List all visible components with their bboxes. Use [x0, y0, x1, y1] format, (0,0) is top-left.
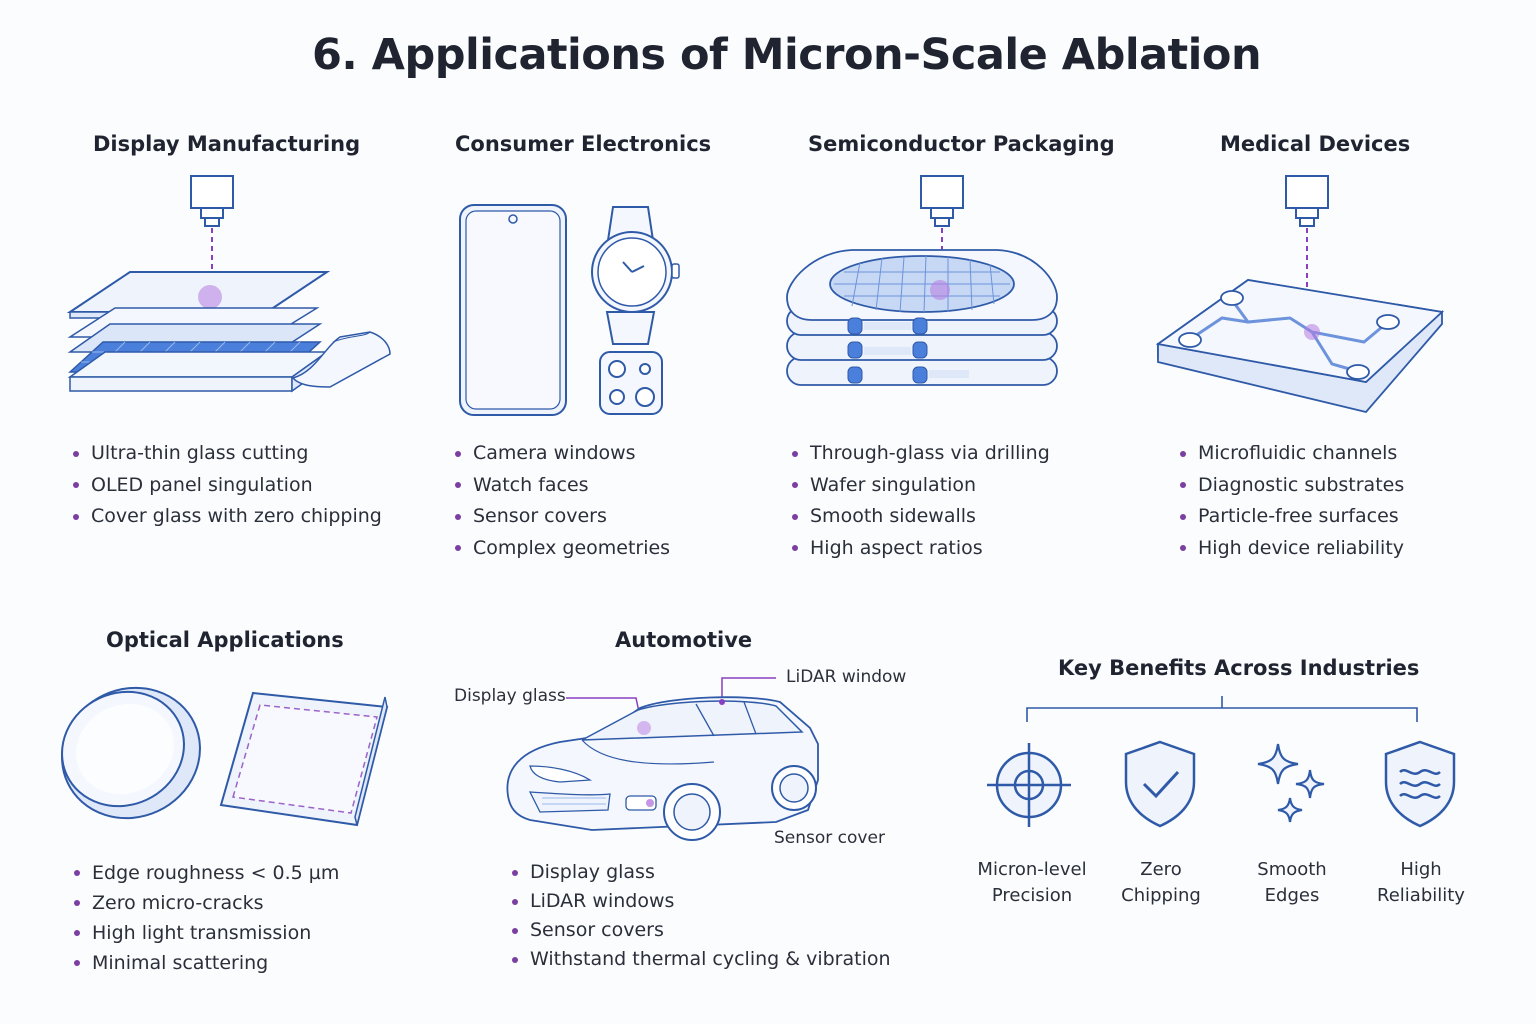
- consumer-bullet-list: Camera windows Watch faces Sensor covers…: [455, 438, 670, 564]
- semiconductor-bullet-list: Through-glass via drilling Wafer singula…: [792, 438, 1050, 564]
- page-title: 6. Applications of Micron-Scale Ablation: [311, 30, 1262, 80]
- optical-bullet-list: Edge roughness < 0.5 µm Zero micro-crack…: [74, 858, 339, 978]
- list-item: Minimal scattering: [74, 948, 339, 978]
- optical-lens-illustration: [61, 686, 389, 827]
- list-item: LiDAR windows: [512, 887, 891, 916]
- list-item: Cover glass with zero chipping: [73, 501, 382, 533]
- list-item: High light transmission: [74, 918, 339, 948]
- lens-icon: [61, 686, 201, 820]
- list-item: High device reliability: [1180, 533, 1404, 565]
- list-item: Ultra-thin glass cutting: [73, 438, 382, 470]
- callout-sensor-cover: Sensor cover: [774, 828, 885, 848]
- section-title: Consumer Electronics: [455, 132, 712, 156]
- list-item: Complex geometries: [455, 533, 670, 565]
- list-item: Wafer singulation: [792, 470, 1050, 502]
- benefit-high-reliability: High Reliability: [1356, 857, 1486, 909]
- list-item: Through-glass via drilling: [792, 438, 1050, 470]
- section-title: Optical Applications: [106, 628, 344, 652]
- phone-icon: [459, 204, 567, 416]
- list-item: Microfluidic channels: [1180, 438, 1404, 470]
- benefit-smooth-edges: Smooth Edges: [1227, 857, 1357, 909]
- list-item: Camera windows: [455, 438, 670, 470]
- benefit-zero-chipping: Zero Chipping: [1096, 857, 1226, 909]
- crosshair-icon: [987, 743, 1071, 827]
- benefit-precision: Micron-level Precision: [967, 857, 1097, 909]
- glass-plate-icon: [219, 691, 389, 827]
- list-item: High aspect ratios: [792, 533, 1050, 565]
- benefit-label-line: Micron-level: [977, 859, 1087, 880]
- section-title: Medical Devices: [1220, 132, 1411, 156]
- benefit-label-line: Zero: [1140, 859, 1182, 880]
- section-title: Key Benefits Across Industries: [1058, 656, 1420, 680]
- display-stack-illustration: [66, 175, 391, 393]
- list-item: Edge roughness < 0.5 µm: [74, 858, 339, 888]
- car-illustration: [506, 677, 819, 841]
- list-item: Particle-free surfaces: [1180, 501, 1404, 533]
- shield-wave-icon: [1384, 740, 1456, 828]
- benefit-label-line: Chipping: [1121, 885, 1201, 906]
- camera-module-icon: [599, 351, 663, 415]
- callout-display-glass: Display glass: [454, 686, 566, 706]
- section-title: Automotive: [615, 628, 753, 652]
- list-item: Smooth sidewalls: [792, 501, 1050, 533]
- microfluidic-chip-illustration: [1155, 175, 1444, 414]
- list-item: Watch faces: [455, 470, 670, 502]
- benefit-label-line: Edges: [1264, 885, 1320, 906]
- section-title: Display Manufacturing: [93, 132, 361, 156]
- benefit-label-line: Precision: [991, 885, 1073, 906]
- benefits-bracket: [1026, 696, 1418, 722]
- section-title: Semiconductor Packaging: [808, 132, 1115, 156]
- list-item: Zero micro-cracks: [74, 888, 339, 918]
- medical-bullet-list: Microfluidic channels Diagnostic substra…: [1180, 438, 1404, 564]
- benefit-label-line: High: [1400, 859, 1442, 880]
- shield-check-icon: [1124, 740, 1196, 828]
- automotive-bullet-list: Display glass LiDAR windows Sensor cover…: [512, 858, 891, 974]
- list-item: Diagnostic substrates: [1180, 470, 1404, 502]
- list-item: Sensor covers: [512, 916, 891, 945]
- list-item: Display glass: [512, 858, 891, 887]
- watch-icon: [591, 206, 680, 345]
- display-bullet-list: Ultra-thin glass cutting OLED panel sing…: [73, 438, 382, 533]
- callout-lidar-window: LiDAR window: [786, 667, 907, 687]
- list-item: Withstand thermal cycling & vibration: [512, 945, 891, 974]
- list-item: OLED panel singulation: [73, 470, 382, 502]
- benefit-label-line: Smooth: [1257, 859, 1327, 880]
- consumer-devices-illustration: [459, 204, 680, 416]
- benefit-label-line: Reliability: [1377, 885, 1465, 906]
- sparkle-icon: [1257, 743, 1325, 823]
- list-item: Sensor covers: [455, 501, 670, 533]
- wafer-stack-illustration: [786, 175, 1058, 386]
